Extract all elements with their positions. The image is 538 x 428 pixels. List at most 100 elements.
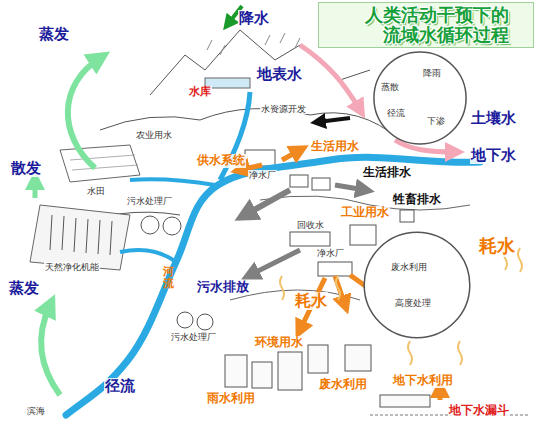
inset-label: 高度处理 [394,298,432,308]
inset-label: 蒸散 [380,82,400,92]
paddy-field [60,145,140,182]
circle-shape [364,232,470,338]
process-label: 水库 [188,86,212,99]
treatment-tank [177,312,193,328]
rain-line [265,35,270,45]
wave [518,248,522,272]
building [345,345,371,371]
inset-label: 降雨 [422,68,442,78]
process-label: 耗水 [294,292,328,310]
consumption-waves [280,246,522,365]
process-label: 径流 [104,378,136,395]
wave [408,341,412,365]
process-label: 雨水利用 [206,392,256,406]
reed [62,216,64,250]
reed [98,220,100,254]
houses [290,175,414,245]
building [308,345,328,373]
process-label: 地下水 [470,147,517,164]
process-label: 牲畜排水 [392,193,442,207]
process-label: 蒸发 [38,26,70,43]
river [66,157,480,415]
wave [336,276,340,300]
process-label: 生活排水 [362,166,412,180]
supply-arrow [335,276,345,305]
reeds [50,215,112,255]
evaporation-arrow [68,58,100,168]
process-label: 地表水 [256,66,303,83]
place-label: 净水厂 [248,170,277,180]
process-label: 降水 [238,10,270,27]
evaporation-arrow [41,305,60,395]
place-label: 污水处理厂 [170,332,217,342]
inset-circle: 废水利用高度处理 [362,230,472,340]
process-label: 工业用水 [340,206,390,220]
process-label: 散发 [10,160,42,177]
process-label: 供水系统 [196,154,246,168]
process-label: 耗水 [478,236,516,257]
field-rows [70,155,138,170]
place-label: 滨海 [26,406,46,416]
diagram-title: 人类活动干预下的 流域水循环过程 [341,5,509,45]
drainage-arrow [335,185,365,190]
treatment-tank [197,314,213,330]
reed [86,219,88,253]
reed [50,215,52,250]
place-label: 回收水 [296,220,325,230]
process-label: 污水排放 [196,280,250,295]
process-label: 生活用水 [310,140,360,154]
place-label: 污水处理厂 [126,196,173,206]
canal [120,250,176,262]
place-label: 水田 [86,186,106,196]
circle-shape [374,52,466,144]
well-site [380,395,430,407]
process-label: 地下水漏斗 [448,404,510,418]
treatment-tank [163,217,181,235]
supply-arrow [282,150,300,160]
circle-outline [362,230,472,340]
infiltration-arrow [300,45,360,110]
hill-outline [100,109,400,140]
inset-label: 废水利用 [390,262,428,272]
rain-lines [207,33,300,55]
groundwater-arrow [438,388,443,400]
place-label: 净水厂 [316,248,345,258]
circle-outline [372,50,468,146]
process-label: 废水利用 [318,378,368,392]
barn [400,210,414,222]
place-label: 天然净化机能 [44,262,100,272]
rain-line [220,45,225,55]
canal [130,179,215,185]
drainage-arrow [245,190,290,215]
house [290,175,308,187]
inset-label: 径流 [386,108,406,118]
building [278,352,302,390]
process-label: 蒸发 [8,280,40,297]
process-label: 环境用水 [254,336,304,350]
process-label: 土壤水 [470,110,517,127]
drainage-arrow [250,250,300,275]
reed [110,221,112,255]
transpiration-arrow [33,180,38,198]
building [225,355,247,387]
wave [458,341,462,365]
development-arrow [318,118,350,122]
treatment-tank [141,216,159,234]
title-box: 人类活动干预下的 流域水循环过程 [318,2,534,48]
place-label: 水资源开发 [260,104,307,114]
inset-circle: 蒸散 降雨径流下渗 [372,50,468,146]
recycle-plant [290,232,330,246]
place-label: 农业用水 [135,130,173,140]
factory [350,225,376,245]
process-label: 地下水利用 [392,374,454,388]
building [252,362,272,388]
water-plant [318,262,352,276]
reed [74,218,76,252]
rain-line [280,33,285,43]
inset-label: 下渗 [426,116,446,126]
house [312,178,330,190]
wave [280,276,284,300]
rain-line [207,40,212,50]
